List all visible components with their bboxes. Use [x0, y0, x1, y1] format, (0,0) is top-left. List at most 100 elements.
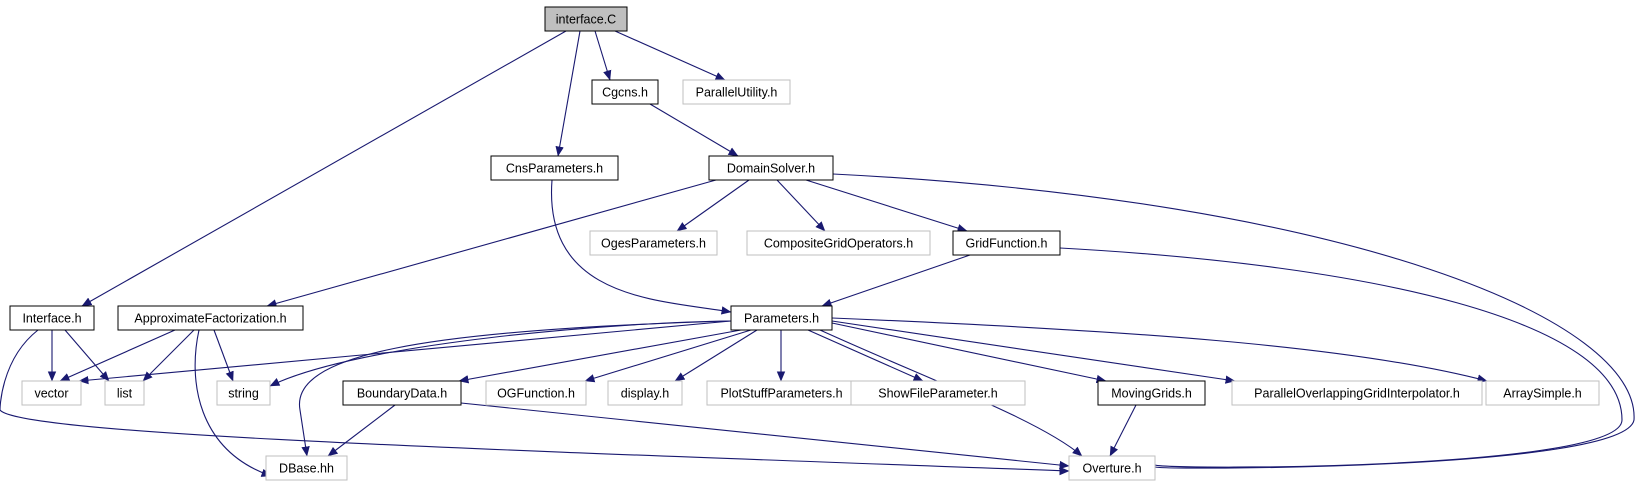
- edge-gridfunction_h-to-overture_h: [1059, 247, 1623, 472]
- node-box-plotstuffparameters_h: [706, 380, 857, 406]
- node-label-arraysimple_h: ArraySimple.h: [1503, 387, 1582, 401]
- node-label-parallelutility_h: ParallelUtility.h: [696, 86, 778, 100]
- node-box-interface_C: [544, 6, 628, 32]
- node-cnsparameters_h[interactable]: CnsParameters.h: [490, 155, 619, 181]
- edge-parameters_h-to-movinggrids_h: [831, 322, 1107, 384]
- node-compositegridoperators_h[interactable]: CompositeGridOperators.h: [746, 230, 931, 256]
- node-domainsolver_h[interactable]: DomainSolver.h: [708, 155, 834, 181]
- node-box-movinggrids_h: [1097, 380, 1206, 406]
- node-box-overture_h: [1068, 455, 1156, 481]
- node-cgcns_h[interactable]: Cgcns.h: [591, 79, 659, 105]
- edge-parameters_h-to-boundarydata_h: [458, 329, 742, 384]
- edge-parameters_h-to-vector: [78, 320, 732, 385]
- node-label-dbase_hh: DBase.hh: [279, 462, 334, 476]
- node-box-arraysimple_h: [1485, 380, 1600, 406]
- node-label-showfileparameter_h: ShowFileParameter.h: [878, 387, 998, 401]
- node-label-movinggrids_h: MovingGrids.h: [1111, 387, 1192, 401]
- edge-domainsolver_h-to-gridfunction_h: [805, 179, 968, 233]
- node-label-gridfunction_h: GridFunction.h: [966, 237, 1048, 251]
- edge-domainsolver_h-to-approximatefactorization_h: [266, 179, 717, 308]
- node-label-vector: vector: [34, 387, 68, 401]
- edge-cgcns_h-to-domainsolver_h: [649, 103, 739, 157]
- node-label-domainsolver_h: DomainSolver.h: [727, 162, 815, 176]
- edge-domainsolver_h-to-ogesparameters_h: [676, 179, 750, 232]
- node-box-display_h: [607, 380, 683, 406]
- node-overture_h[interactable]: Overture.h: [1068, 455, 1156, 481]
- edge-parameters_h-to-string: [269, 320, 732, 387]
- node-arraysimple_h[interactable]: ArraySimple.h: [1485, 380, 1600, 406]
- nodes-layer: interface.C Cgcns.h ParallelUtility.hCnsPa…: [9, 6, 1600, 481]
- node-showfileparameter_h[interactable]: ShowFileParameter.h: [850, 380, 1026, 406]
- node-box-parallelutility_h: [682, 79, 791, 105]
- edges-layer: [0, 30, 1635, 477]
- node-boundarydata_h[interactable]: BoundaryData.h: [342, 380, 462, 406]
- node-box-string: [216, 380, 271, 406]
- edge-boundarydata_h-to-overture_h: [460, 402, 1070, 470]
- edge-interface_C-to-cnsparameters_h: [555, 30, 581, 157]
- node-label-string: string: [228, 387, 259, 401]
- node-approximatefactorization_h[interactable]: ApproximateFactorization.h: [117, 305, 304, 331]
- node-gridfunction_h[interactable]: GridFunction.h: [952, 230, 1061, 256]
- node-box-interface_h: [9, 305, 95, 331]
- node-movinggrids_h[interactable]: MovingGrids.h: [1097, 380, 1206, 406]
- node-label-list: list: [117, 387, 133, 401]
- node-label-overture_h: Overture.h: [1082, 462, 1141, 476]
- node-ogesparameters_h[interactable]: OgesParameters.h: [589, 230, 718, 256]
- edge-cnsparameters_h-to-parameters_h: [551, 179, 732, 315]
- node-label-cgcns_h: Cgcns.h: [602, 86, 648, 100]
- node-parallelutility_h[interactable]: ParallelUtility.h: [682, 79, 791, 105]
- edge-approximatefactorization_h-to-vector: [59, 329, 176, 382]
- edge-approximatefactorization_h-to-list: [142, 329, 195, 382]
- edge-gridfunction_h-to-parameters_h: [821, 254, 971, 307]
- node-ogfunction_h[interactable]: OGFunction.h: [485, 380, 587, 406]
- node-dbase_hh[interactable]: DBase.hh: [265, 455, 348, 481]
- node-label-boundarydata_h: BoundaryData.h: [357, 387, 447, 401]
- edge-parameters_h-to-arraysimple_h: [831, 317, 1488, 383]
- node-list[interactable]: list: [104, 380, 145, 406]
- node-plotstuffparameters_h[interactable]: PlotStuffParameters.h: [706, 380, 857, 406]
- node-label-ogesparameters_h: OgesParameters.h: [601, 237, 706, 251]
- node-label-display_h: display.h: [621, 387, 669, 401]
- node-label-parameters_h: Parameters.h: [744, 312, 819, 326]
- node-paralleloverlappinggridinterpolator_h[interactable]: ParallelOverlappingGridInterpolator.h: [1231, 380, 1483, 406]
- node-box-list: [104, 380, 145, 406]
- node-box-compositegridoperators_h: [746, 230, 931, 256]
- node-label-approximatefactorization_h: ApproximateFactorization.h: [134, 312, 286, 326]
- node-box-domainsolver_h: [708, 155, 834, 181]
- node-label-compositegridoperators_h: CompositeGridOperators.h: [764, 237, 913, 251]
- edge-movinggrids_h-to-overture_h: [1109, 404, 1137, 457]
- edge-interface_C-to-parallelutility_h: [614, 30, 726, 81]
- node-label-interface_C: interface.C: [556, 13, 616, 27]
- node-label-paralleloverlappinggridinterpolator_h: ParallelOverlappingGridInterpolator.h: [1254, 387, 1460, 401]
- edge-approximatefactorization_h-to-string: [213, 329, 234, 382]
- edge-parameters_h-to-dbase_hh: [298, 320, 732, 457]
- node-label-plotstuffparameters_h: PlotStuffParameters.h: [720, 387, 842, 401]
- edge-interface_h-to-overture_h: [0, 329, 1070, 475]
- edge-parameters_h-to-ogfunction_h: [584, 329, 752, 383]
- edge-interface_h-to-list: [64, 329, 110, 382]
- node-box-parameters_h: [730, 305, 833, 331]
- node-label-ogfunction_h: OGFunction.h: [497, 387, 575, 401]
- node-box-ogesparameters_h: [589, 230, 718, 256]
- node-box-boundarydata_h: [342, 380, 462, 406]
- node-display_h[interactable]: display.h: [607, 380, 683, 406]
- edge-parameters_h-to-display_h: [674, 329, 758, 382]
- node-vector[interactable]: vector: [21, 380, 82, 406]
- edge-interface_C-to-interface_h: [81, 30, 567, 307]
- edge-parameters_h-to-paralleloverlappinggridinterpolator_h: [831, 320, 1236, 384]
- edge-interface_C-to-cgcns_h: [594, 30, 612, 81]
- node-box-dbase_hh: [265, 455, 348, 481]
- node-box-gridfunction_h: [952, 230, 1061, 256]
- node-interface_C[interactable]: interface.C: [544, 6, 628, 32]
- node-interface_h[interactable]: Interface.h: [9, 305, 95, 331]
- node-box-vector: [21, 380, 82, 406]
- node-parameters_h[interactable]: Parameters.h: [730, 305, 833, 331]
- node-string[interactable]: string: [216, 380, 271, 406]
- edge-parameters_h-to-showfileparameter_h: [807, 329, 924, 382]
- edge-boundarydata_h-to-dbase_hh: [327, 404, 396, 457]
- edge-domainsolver_h-to-compositegridoperators_h: [776, 179, 826, 232]
- node-label-interface_h: Interface.h: [22, 312, 81, 326]
- node-box-cgcns_h: [591, 79, 659, 105]
- node-box-paralleloverlappinggridinterpolator_h: [1231, 380, 1483, 406]
